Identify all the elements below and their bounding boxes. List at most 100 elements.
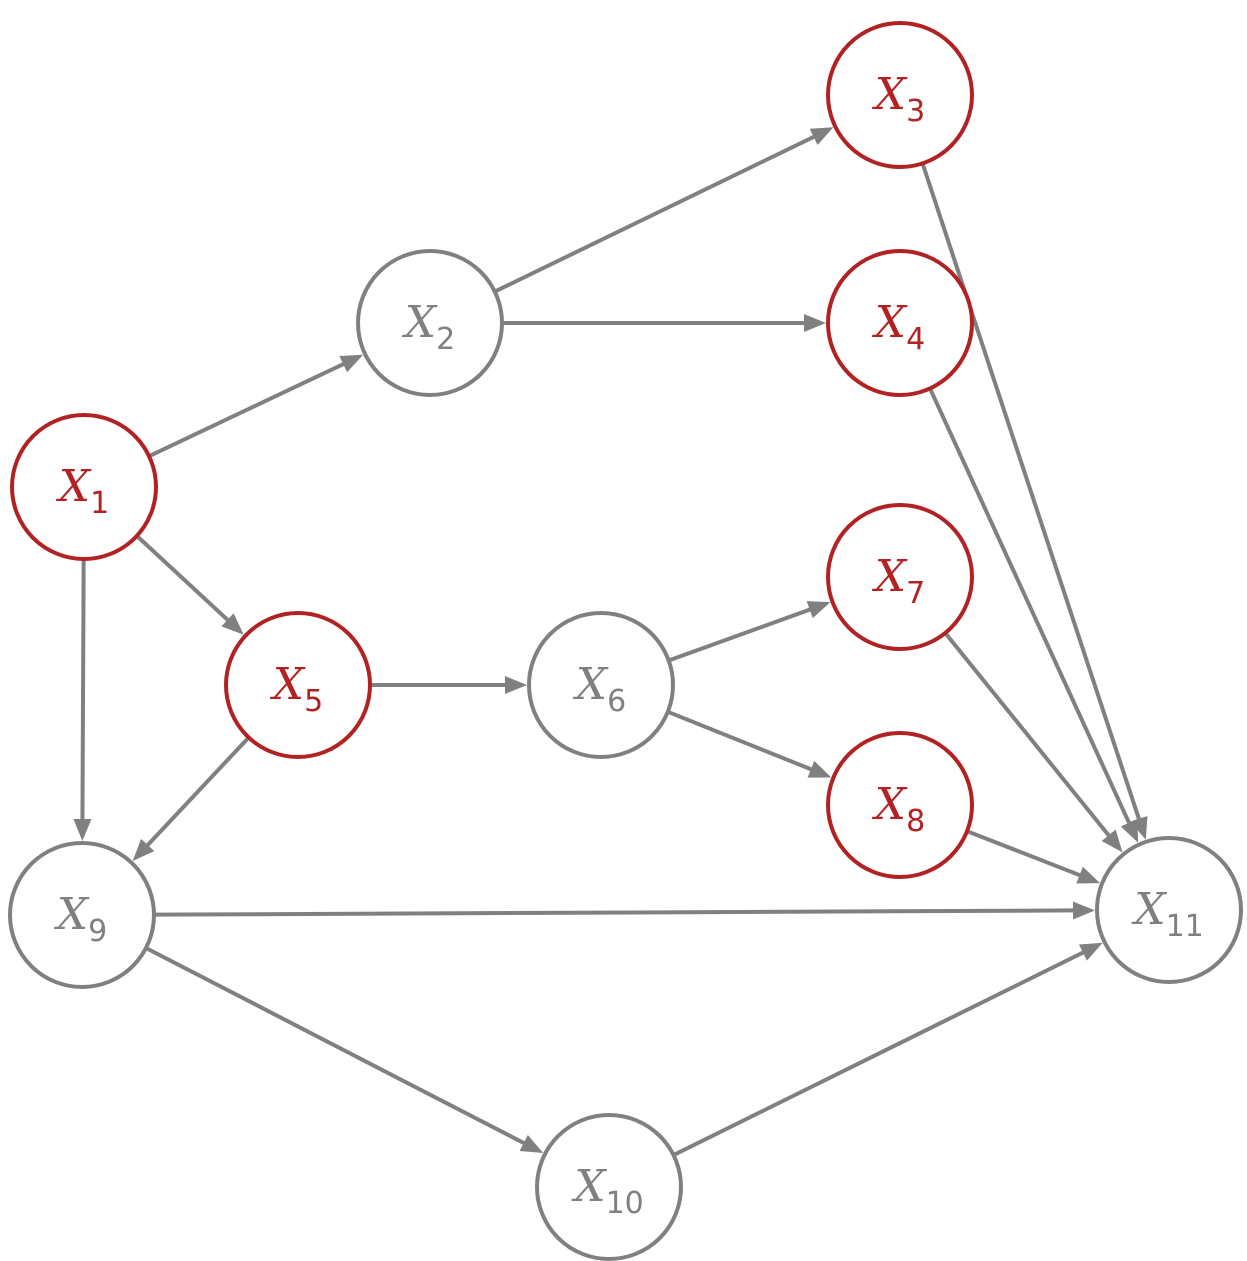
node-subscript: 10 [606, 1186, 644, 1221]
node-x1: X1 [10, 413, 158, 561]
node-label: X10 [571, 1161, 644, 1221]
arrowhead-icon [221, 613, 244, 635]
edge-x8-to-x11 [966, 829, 1101, 884]
edge-line [145, 946, 527, 1146]
edge-line [667, 709, 814, 772]
arrowhead-icon [806, 601, 831, 619]
node-circle [535, 1113, 683, 1261]
arrowhead-icon [804, 314, 826, 332]
node-x3: X3 [826, 21, 974, 169]
edge-x6-to-x7 [668, 601, 831, 663]
edge-line [668, 607, 813, 663]
node-letter: X [872, 69, 908, 120]
node-x10: X10 [535, 1113, 683, 1261]
edge-x1-to-x5 [135, 534, 244, 635]
node-label: X6 [573, 659, 626, 719]
edge-line [920, 162, 1142, 822]
edge-x2-to-x4 [502, 314, 826, 332]
arrowhead-icon [1101, 829, 1123, 853]
arrowhead-icon [132, 838, 155, 862]
node-letter: X [571, 1161, 607, 1212]
edge-x6-to-x8 [667, 709, 832, 778]
node-x11: X11 [1095, 836, 1243, 984]
edge-x5-to-x9 [132, 736, 251, 862]
node-subscript: 1 [90, 486, 109, 521]
node-letter: X [56, 461, 92, 512]
node-circle [8, 841, 156, 989]
arrowhead-icon [1072, 901, 1096, 920]
node-letter: X [270, 659, 306, 710]
edge-line [153, 908, 1076, 917]
node-subscript: 11 [1166, 909, 1204, 944]
edge-line [144, 736, 251, 848]
node-subscript: 9 [88, 914, 107, 949]
edge-line [135, 534, 231, 623]
edge-x4-to-x11 [928, 387, 1139, 843]
edge-x5-to-x6 [370, 676, 527, 694]
node-circle [826, 731, 974, 879]
arrowhead-icon [505, 676, 527, 694]
node-circle [10, 413, 158, 561]
node-subscript: 3 [906, 94, 925, 129]
arrowhead-icon [339, 354, 364, 373]
arrowhead-icon [1076, 866, 1101, 884]
edge-line [672, 949, 1086, 1157]
edge-x7-to-x11 [943, 631, 1123, 853]
node-letter: X [54, 889, 90, 940]
edge-x1-to-x9 [73, 558, 92, 842]
node-label: X2 [402, 297, 455, 357]
node-label: X7 [872, 551, 925, 611]
node-circle [356, 249, 504, 397]
edge-x10-to-x11 [672, 942, 1103, 1157]
edge-line [148, 361, 346, 458]
node-subscript: 8 [906, 804, 925, 839]
arrowhead-icon [1120, 818, 1139, 843]
edge-x2-to-x3 [493, 127, 834, 294]
node-circle [527, 611, 675, 759]
arrowhead-icon [519, 1134, 544, 1154]
node-label: X11 [1131, 884, 1204, 944]
arrowhead-icon [809, 127, 834, 145]
node-x5: X5 [224, 611, 372, 759]
node-letter: X [402, 297, 438, 348]
arrowhead-icon [1078, 942, 1103, 961]
edge-x1-to-x2 [148, 354, 364, 458]
node-label: X1 [56, 461, 109, 521]
edge-x9-to-x10 [145, 946, 544, 1154]
node-circle [224, 611, 372, 759]
node-x6: X6 [527, 611, 675, 759]
node-subscript: 5 [304, 684, 323, 719]
node-circle [1095, 836, 1243, 984]
node-letter: X [872, 297, 908, 348]
arrowhead-icon [73, 818, 92, 842]
arrowhead-icon [807, 760, 832, 778]
node-label: X5 [270, 659, 323, 719]
node-x9: X9 [8, 841, 156, 989]
node-letter: X [872, 779, 908, 830]
node-label: X3 [872, 69, 925, 129]
edge-line [80, 558, 86, 822]
edge-line [928, 387, 1132, 826]
edge-line [966, 829, 1083, 878]
node-label: X8 [872, 779, 925, 839]
node-letter: X [872, 551, 908, 602]
node-label: X4 [872, 297, 925, 357]
edge-x9-to-x11 [153, 901, 1096, 920]
node-subscript: 6 [607, 684, 626, 719]
node-circle [826, 21, 974, 169]
edge-x3-to-x11 [920, 162, 1148, 840]
node-letter: X [1131, 884, 1167, 935]
node-circle [826, 249, 974, 397]
node-subscript: 7 [906, 576, 925, 611]
edge-line [943, 631, 1112, 839]
edge-line [493, 134, 817, 294]
node-x8: X8 [826, 731, 974, 879]
edges-layer [73, 127, 1148, 1157]
node-x2: X2 [356, 249, 504, 397]
node-label: X9 [54, 889, 107, 949]
node-circle [826, 503, 974, 651]
node-x4: X4 [826, 249, 974, 397]
node-subscript: 4 [906, 322, 925, 357]
